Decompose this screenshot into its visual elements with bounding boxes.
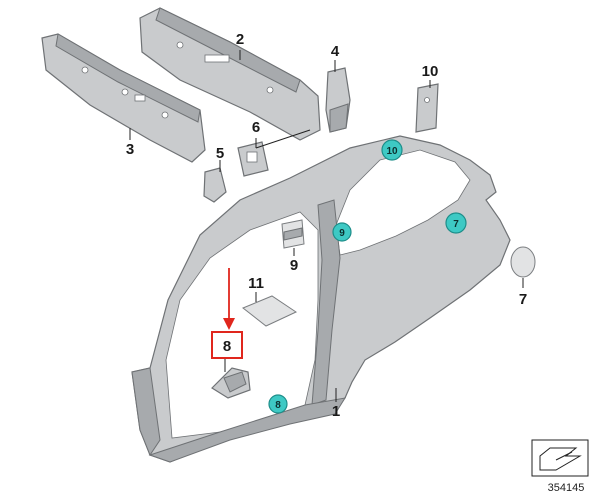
part-1-side-panel [131,135,511,463]
part-11-pad [242,295,298,327]
label-part-5: 5 [216,145,224,162]
callout-8-text: 8 [275,400,281,411]
reference-number: 354145 [548,482,585,494]
label-part-8: 8 [223,338,231,355]
callout-9-text: 9 [339,228,345,239]
part-7-fuel-cap [510,246,536,278]
highlight-box [211,331,243,359]
part-2-rail [139,7,321,141]
part-4-bracket [325,67,351,133]
label-part-10: 10 [422,63,439,80]
part-8-bracket [211,367,251,399]
part-10-plate [415,83,439,133]
part-5-bracket [203,167,227,203]
callout-7: 7 [445,212,467,234]
label-part-1: 1 [332,403,340,420]
callout-7-text: 7 [453,219,459,230]
label-part-11: 11 [248,275,264,292]
label-part-3: 3 [126,141,134,158]
label-part-9: 9 [290,257,298,274]
leader-lines [129,50,524,402]
highlight-arrow-head [223,318,235,330]
part-3-rail [41,33,206,163]
callout-8: 8 [268,394,288,414]
callout-9: 9 [332,222,352,242]
label-part-4: 4 [331,43,340,60]
part-6-bracket [237,141,269,177]
label-part-7: 7 [519,291,527,308]
reference-box: 354145 [531,439,589,494]
callout-10: 10 [381,139,403,161]
label-part-6: 6 [252,119,260,136]
label-part-2: 2 [236,31,244,48]
callout-10-text: 10 [386,146,398,157]
part-9-tab [281,219,305,249]
